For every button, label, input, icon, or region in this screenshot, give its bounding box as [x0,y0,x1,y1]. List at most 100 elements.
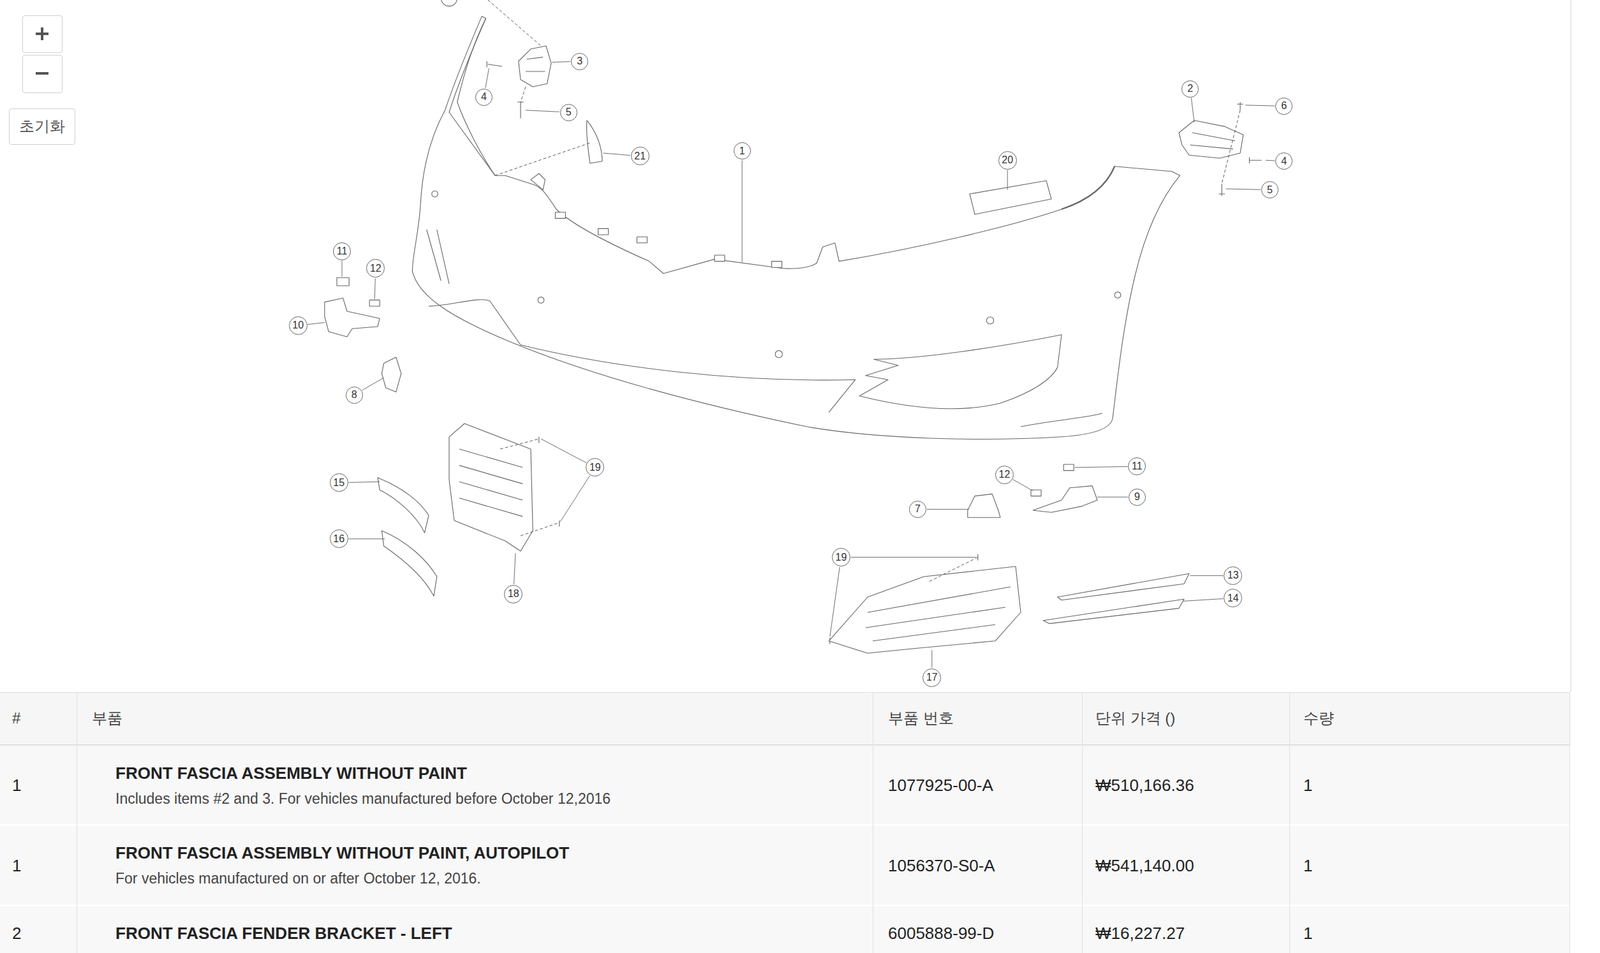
node-text: 13 [1227,570,1239,581]
column-header: 부품 번호 [888,709,954,728]
unit-price: ₩510,166.36 [1095,775,1195,796]
leader-line [1007,170,1008,191]
callout-number: 2 [1181,80,1199,98]
node-text: 11 [336,246,348,257]
callout-number: 13 [1223,566,1243,586]
sensor-holes [986,317,994,325]
sensor-holes [431,190,1121,358]
zoom-in-button [22,15,63,53]
node-text: 12 [370,263,382,274]
node-text: 3 [576,56,583,67]
callout-number: 21 [630,146,650,166]
node-text: 7 [914,503,921,515]
callout-number: 14 [1223,588,1243,608]
leader-line [540,438,587,464]
callout-number: 5 [1261,181,1279,199]
node-text: 19 [589,462,601,473]
node-text: 18 [507,588,520,600]
bracket-part [1032,486,1098,513]
leader-line [1097,496,1128,498]
column-line [1569,692,1571,953]
fascia-edge [449,18,496,176]
row-number: 1 [12,856,22,876]
leader-line [341,260,343,277]
leader-line [1226,188,1261,190]
part-name: FRONT FASCIA FENDER BRACKET - LEFT [115,923,453,944]
plus-icon [22,15,62,52]
grille-part [828,566,1021,654]
strip-part [377,477,429,533]
leader-line [525,110,560,113]
bracket-part [518,45,552,87]
trim-part [586,120,603,164]
reset-button: 초기화 [8,108,76,145]
callout-number: 9 [1128,488,1146,506]
plus-icon [35,27,49,41]
leader-line [1245,105,1275,106]
part-number: 1077925-00-A [888,775,994,796]
bracket-part [1178,120,1244,159]
part-number: 1056370-S0-A [888,856,996,876]
leader-line [829,567,840,637]
dashed-guides [488,0,1241,582]
column-line [76,692,78,953]
screw [486,61,1262,645]
node-text: 10 [292,320,304,331]
part-name: FRONT FASCIA ASSEMBLY WITHOUT PAINT [115,763,467,784]
leader-line [514,553,516,585]
callout-number: 12 [366,259,385,278]
leader-line [926,509,970,510]
callout-circle [440,0,458,7]
leader-line [374,278,376,300]
leader-line [485,68,489,89]
callout-number: 8 [345,386,363,404]
leader-line [552,61,571,63]
node-text: 1 [739,146,746,157]
leader-line [1191,98,1195,123]
callout-number: 16 [329,529,349,549]
node-text: 8 [351,389,358,400]
mount-tabs [530,173,783,268]
column-line [1081,692,1083,953]
table-row-bg [0,826,1571,906]
callout-number: 11 [333,242,351,261]
lower-crease [1020,413,1103,427]
node-text: 17 [926,672,938,683]
column-header: # [12,709,21,728]
column-header: 수량 [1303,709,1334,728]
callout-number: 20 [998,151,1017,170]
bracket-part [967,493,1001,518]
column-line [872,692,874,953]
callout-number: 4 [1275,152,1293,170]
leader-line [348,481,381,483]
callout-number: 5 [560,103,578,122]
node-text: 초기화 [19,117,66,136]
node-text: 11 [1131,461,1143,472]
leader-line [1190,575,1224,577]
leader-line [560,475,590,522]
leader-line [1265,160,1275,162]
node-text: 2 [1187,83,1193,94]
leader-line [1074,466,1128,467]
side-slits [426,229,450,284]
callout-number: 10 [288,316,308,335]
callout-number: 17 [922,668,941,688]
leader-line [1182,599,1223,602]
leader-line [851,556,977,558]
node-text: 20 [1001,155,1014,166]
part-note: For vehicles manufactured on or after Oc… [115,870,482,889]
node-text: 15 [333,477,345,489]
callout-number: 19 [585,458,605,477]
row-number: 2 [12,923,22,944]
leader-line [362,377,385,391]
leader-line [603,153,631,156]
quantity: 1 [1303,856,1313,876]
node-text: 6 [1281,100,1287,112]
callout-number: 15 [329,473,349,492]
lower-intake [428,299,856,413]
dashed-guide [488,0,1241,582]
node-text: 4 [1281,156,1287,167]
column-header: 부품 [91,709,123,728]
callout-number: 11 [1127,457,1146,476]
